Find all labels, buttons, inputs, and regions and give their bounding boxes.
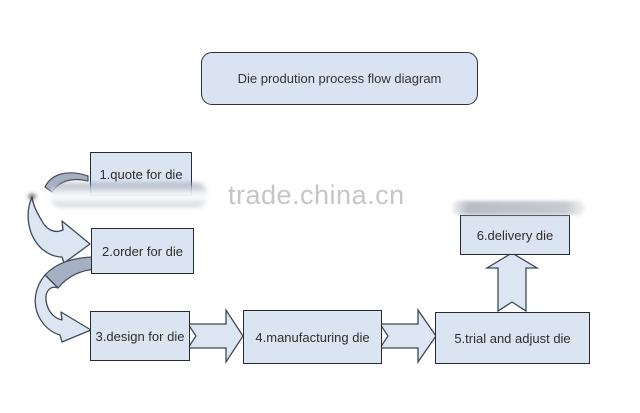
flow-arrow-4-5-icon (378, 307, 437, 365)
diagram-title-box: Die prodution process flow diagram (201, 52, 478, 105)
flow-step-quote: 1.quote for die (90, 152, 192, 196)
flow-step-delivery: 6.delivery die (460, 215, 570, 255)
flow-arrow-3-4-icon (186, 307, 244, 365)
diagram-title: Die prodution process flow diagram (237, 71, 442, 86)
flow-step-trial-adjust: 5.trial and adjust die (435, 312, 590, 364)
flow-step-label: 4.manufacturing die (255, 329, 370, 345)
flow-step-label: 3.design for die (95, 328, 185, 344)
flow-step-design: 3.design for die (90, 311, 190, 361)
flow-step-label: 5.trial and adjust die (454, 330, 571, 346)
flow-step-label: 6.delivery die (476, 227, 554, 243)
flow-step-label: 2.order for die (102, 243, 183, 259)
flow-step-label: 1.quote for die (99, 166, 183, 182)
flow-arrow-5-6-icon (484, 252, 540, 313)
flow-step-order: 2.order for die (91, 228, 194, 274)
curved-arrow-1-icon (27, 196, 91, 264)
watermark-text: trade.china.cn (228, 180, 405, 210)
curved-arrow-2-icon (34, 274, 92, 343)
curved-arrow-1-back-icon (44, 172, 89, 193)
flow-step-manufacturing: 4.manufacturing die (243, 310, 382, 364)
